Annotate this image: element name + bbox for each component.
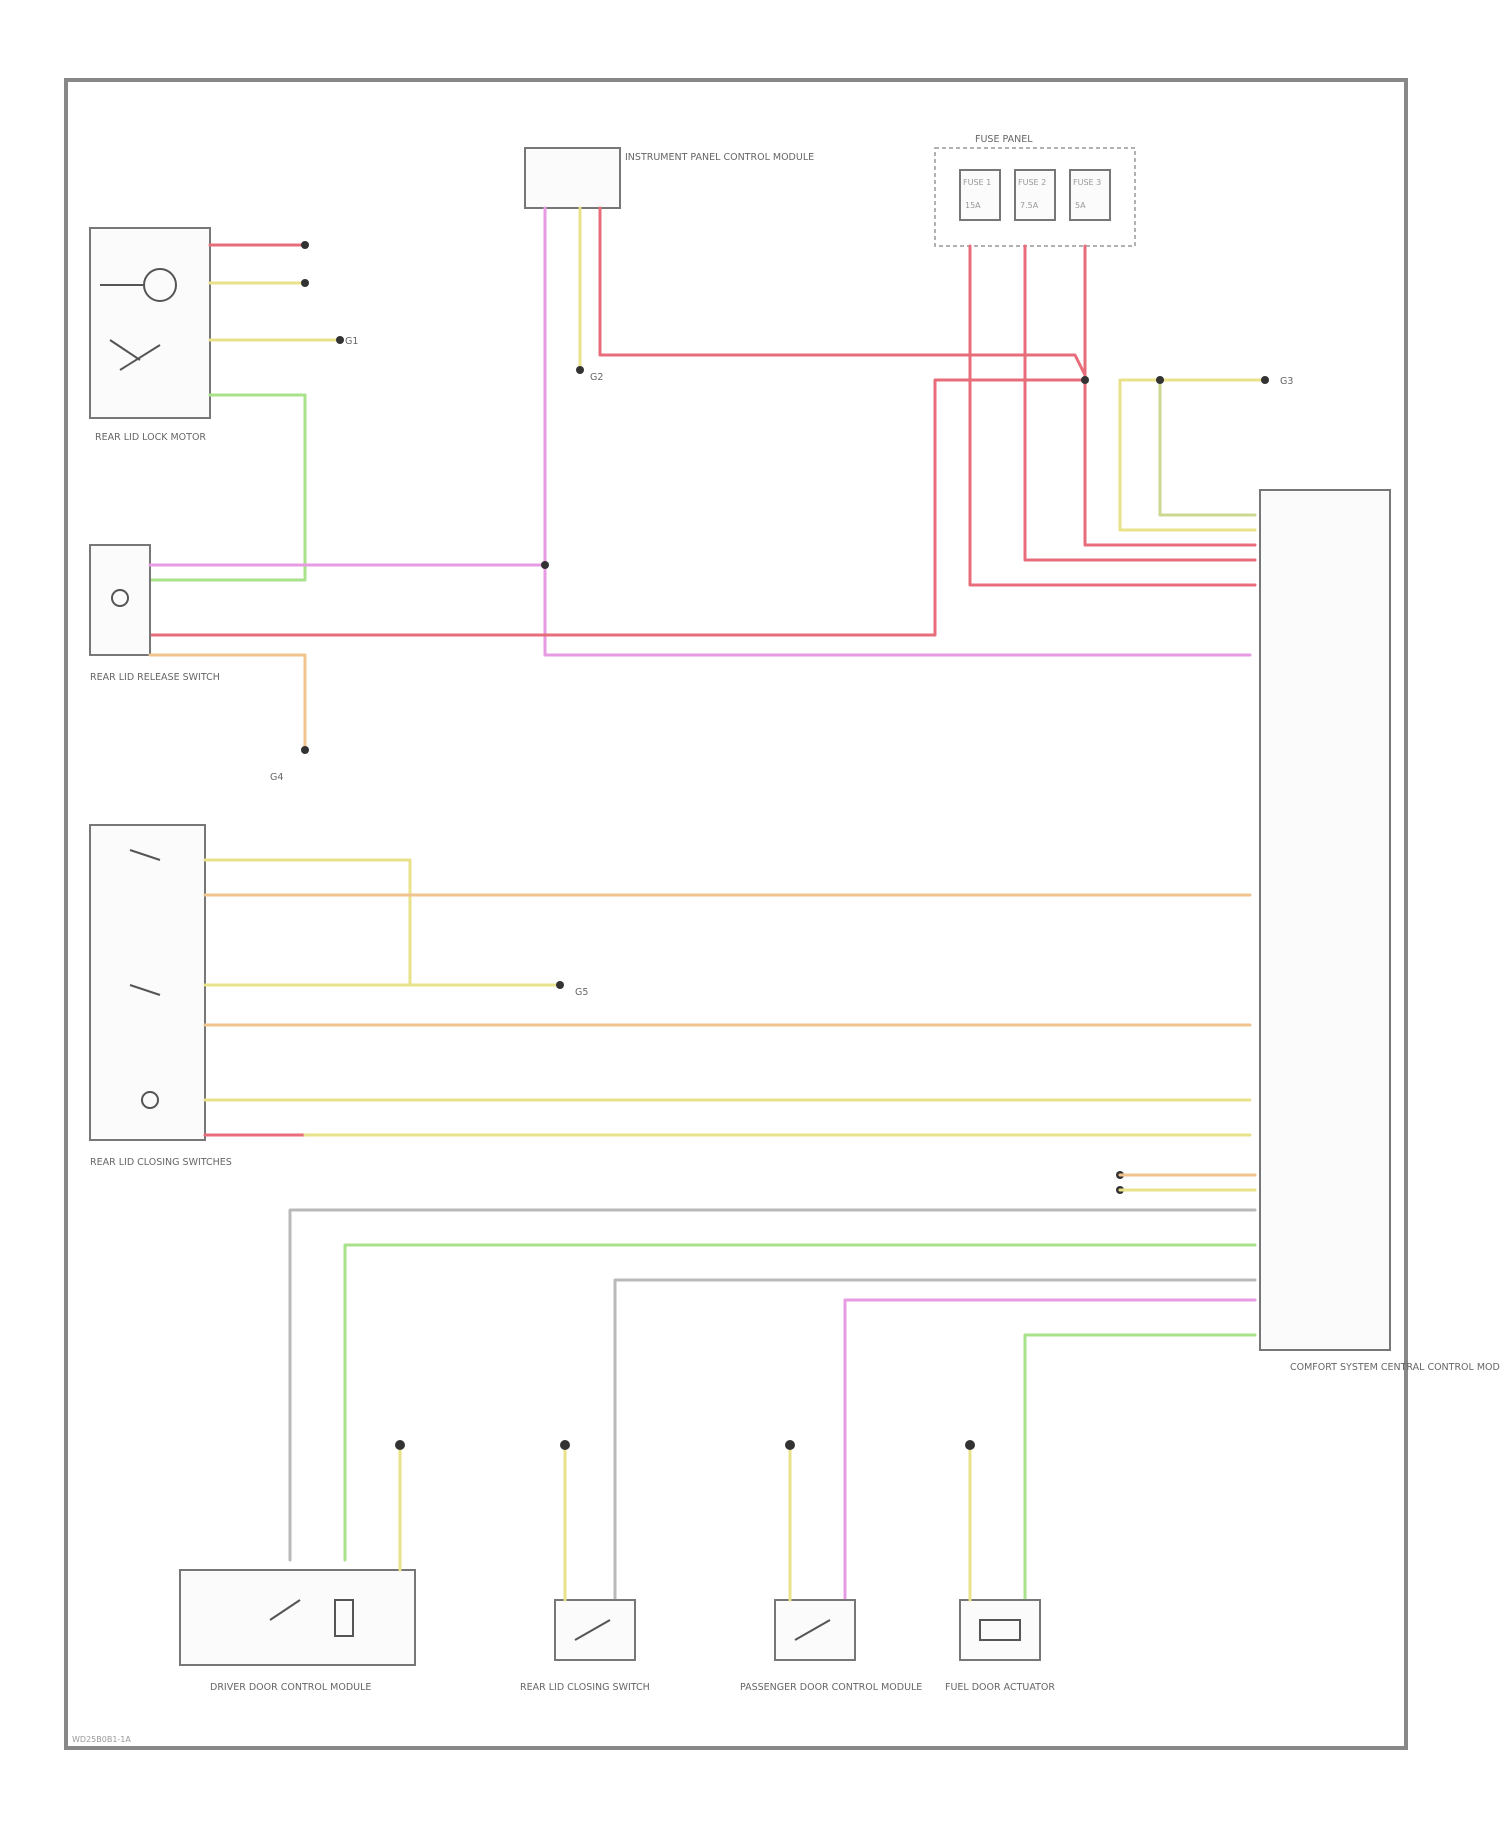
- fuse-panel: FUSE PANEL FUSE 1 15A FUSE 2 7.5A FUSE 3…: [935, 134, 1135, 246]
- driver-door-module: DRIVER DOOR CONTROL MODULE: [180, 1570, 415, 1693]
- instrument-panel-module: INSTRUMENT PANEL CONTROL MODULE: [525, 148, 814, 208]
- door-switches-unit-label: REAR LID CLOSING SWITCHES: [90, 1157, 232, 1168]
- fuel-door-actuator: FUEL DOOR ACTUATOR: [945, 1600, 1055, 1693]
- wire-ipc-pink: [545, 208, 1250, 655]
- wire-ipc-to-module: [150, 380, 1085, 635]
- rear-lid-closing-switch: REAR LID CLOSING SWITCH: [520, 1600, 650, 1693]
- wire-module-grey2: [615, 1280, 1255, 1600]
- rear-lid-release-switch-label: REAR LID RELEASE SWITCH: [90, 672, 220, 683]
- instrument-panel-label: INSTRUMENT PANEL CONTROL MODULE: [625, 152, 814, 163]
- wire-supply-yellow: [1120, 380, 1265, 530]
- fuel-door-actuator-label: FUEL DOOR ACTUATOR: [945, 1682, 1055, 1693]
- ground-g1-label: G1: [345, 336, 358, 347]
- fuse-2-rating: 7.5A: [1020, 201, 1039, 210]
- wire-module-green: [345, 1245, 1255, 1560]
- comfort-control-module-label: COMFORT SYSTEM CENTRAL CONTROL MODULE: [1290, 1362, 1500, 1373]
- passenger-door-module-label: PASSENGER DOOR CONTROL MODULE: [740, 1682, 922, 1693]
- wire-supply-olive: [1160, 380, 1255, 515]
- driver-door-module-label: DRIVER DOOR CONTROL MODULE: [210, 1682, 371, 1693]
- ground-g3-label: G3: [1280, 376, 1293, 387]
- rear-lid-closing-switch-label: REAR LID CLOSING SWITCH: [520, 1682, 650, 1693]
- fuse-3-label: FUSE 3: [1073, 178, 1101, 187]
- wire-release-ground: [150, 655, 305, 750]
- fuse-2-label: FUSE 2: [1018, 178, 1046, 187]
- passenger-door-module: PASSENGER DOOR CONTROL MODULE: [740, 1600, 922, 1693]
- fuse-1-rating: 15A: [965, 201, 981, 210]
- wire-fuse-3: [1085, 246, 1255, 545]
- ground-g2-label: G2: [590, 372, 603, 383]
- doc-code: WD25B0B1-1A: [72, 1735, 131, 1744]
- ground-g4-label: G4: [270, 772, 283, 783]
- ground-g5-label: G5: [575, 987, 588, 998]
- wire-fuse-1: [970, 246, 1255, 585]
- fuse-1-label: FUSE 1: [963, 178, 991, 187]
- rear-lid-lock-motor-label: REAR LID LOCK MOTOR: [95, 432, 206, 443]
- wire-fuse-2: [1025, 246, 1255, 560]
- diagram-border: [66, 80, 1406, 1748]
- wire-ipc-red: [600, 208, 1085, 375]
- wire-lock-motor-green: [150, 395, 305, 580]
- fuse-panel-label: FUSE PANEL: [975, 134, 1033, 145]
- comfort-control-module: COMFORT SYSTEM CENTRAL CONTROL MODULE: [1260, 490, 1500, 1373]
- rear-lid-lock-motor: REAR LID LOCK MOTOR: [90, 228, 210, 443]
- wire-switch-1: [205, 860, 560, 985]
- wire-module-grey: [290, 1210, 1255, 1560]
- wire-module-green2: [1025, 1335, 1255, 1600]
- fuse-3-rating: 5A: [1075, 201, 1086, 210]
- wire-module-pink2: [845, 1300, 1255, 1600]
- door-switches-unit: REAR LID CLOSING SWITCHES: [90, 825, 232, 1168]
